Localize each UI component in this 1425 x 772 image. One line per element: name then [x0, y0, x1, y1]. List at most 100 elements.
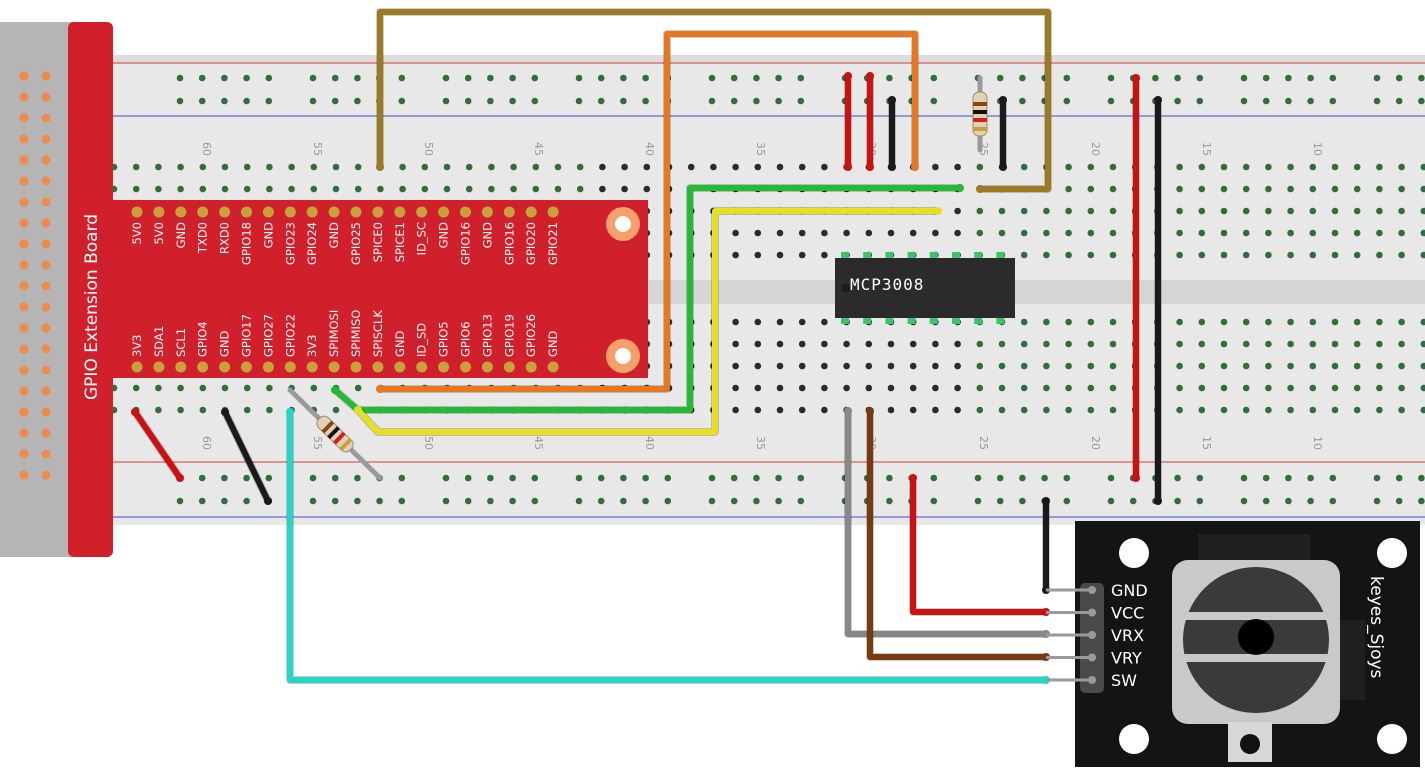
hole	[776, 406, 784, 414]
hole	[754, 384, 762, 392]
hole	[1287, 207, 1294, 215]
rail-hole	[1196, 474, 1204, 482]
rail-hole	[1285, 497, 1292, 505]
wire-red-vcc-end	[909, 474, 917, 482]
hole	[1287, 384, 1294, 392]
hole	[266, 384, 273, 392]
hole	[332, 406, 340, 414]
chip-leg	[907, 316, 916, 324]
cobbler-pin	[284, 206, 296, 218]
rail-hole	[1240, 474, 1248, 482]
cobbler-pin-label: GND	[327, 222, 341, 249]
cobbler-pin-label: GPIO27	[261, 314, 275, 357]
hole	[954, 207, 961, 215]
rail-hole	[1019, 74, 1026, 82]
hole	[1420, 251, 1425, 259]
hole	[399, 163, 406, 171]
cobbler-pin	[372, 361, 384, 373]
joystick-pin-label: SW	[1111, 671, 1137, 690]
cobbler-pin-label: 3V3	[305, 334, 319, 357]
hole	[1220, 340, 1228, 348]
wire-black-top-end	[888, 96, 896, 104]
hole	[1242, 340, 1250, 348]
header-pin	[41, 428, 51, 438]
hole	[687, 163, 695, 171]
hole	[1198, 384, 1206, 392]
hole	[1109, 251, 1117, 259]
hole	[1109, 406, 1117, 414]
rail-hole	[464, 497, 472, 505]
hole	[887, 406, 895, 414]
wire-red-top-2-end	[866, 72, 874, 80]
hole	[1420, 207, 1425, 215]
rail-hole	[509, 497, 516, 505]
cobbler-pin	[262, 361, 274, 373]
hole	[1176, 384, 1183, 392]
hole	[1309, 163, 1317, 171]
hole	[1376, 340, 1383, 348]
rail-hole	[996, 74, 1004, 82]
hole	[1265, 362, 1272, 370]
rail-hole	[886, 474, 893, 482]
hole	[887, 362, 895, 370]
cobbler-pin	[241, 206, 252, 218]
hole	[887, 340, 895, 348]
cobbler-pin	[328, 361, 340, 373]
hole	[1087, 251, 1095, 259]
resistor-bottom	[316, 415, 354, 453]
hole	[177, 406, 184, 414]
hole	[1420, 185, 1425, 193]
hole	[1176, 251, 1183, 259]
rail-hole	[176, 97, 184, 105]
hole	[1353, 163, 1361, 171]
header-pin	[41, 218, 51, 228]
joystick-pin	[1088, 631, 1096, 639]
rail-hole	[1307, 97, 1314, 105]
hole	[732, 318, 739, 326]
hole	[932, 163, 939, 171]
joystick-pin	[1088, 586, 1096, 594]
hole	[1109, 318, 1117, 326]
rail-hole	[487, 97, 494, 105]
hole	[1020, 229, 1028, 237]
cobbler-pin	[175, 361, 187, 373]
hole	[798, 251, 806, 259]
hole	[732, 406, 739, 414]
hole	[332, 163, 340, 171]
hole	[1420, 318, 1425, 326]
hole	[199, 163, 207, 171]
joystick-name: keyes_Sjoys	[1366, 576, 1386, 679]
hole	[909, 384, 917, 392]
hole	[1353, 207, 1361, 215]
hole	[954, 340, 961, 348]
hole	[1198, 340, 1206, 348]
rail-hole	[664, 474, 672, 482]
rail-hole	[265, 97, 273, 105]
hole	[465, 185, 473, 193]
hole	[243, 406, 251, 414]
hole	[1087, 163, 1095, 171]
hole	[1242, 362, 1250, 370]
hole	[776, 251, 784, 259]
hole	[1265, 207, 1272, 215]
hole	[1331, 185, 1339, 193]
hole	[199, 406, 207, 414]
hole	[1331, 207, 1339, 215]
hole	[1420, 384, 1425, 392]
column-number: 55	[311, 436, 324, 450]
wire-black-top-2-end	[999, 96, 1007, 104]
rail-hole	[1019, 97, 1026, 105]
hole	[1309, 318, 1317, 326]
rail-hole	[642, 474, 649, 482]
rail-hole	[597, 97, 605, 105]
hole	[1309, 207, 1317, 215]
rail-hole	[442, 497, 450, 505]
hole	[798, 163, 806, 171]
hole	[1087, 318, 1095, 326]
hole	[776, 340, 784, 348]
rail-hole	[753, 74, 760, 82]
rail-hole	[487, 74, 494, 82]
rail-hole	[464, 474, 472, 482]
hole	[1065, 384, 1072, 392]
rail-hole	[1174, 74, 1181, 82]
